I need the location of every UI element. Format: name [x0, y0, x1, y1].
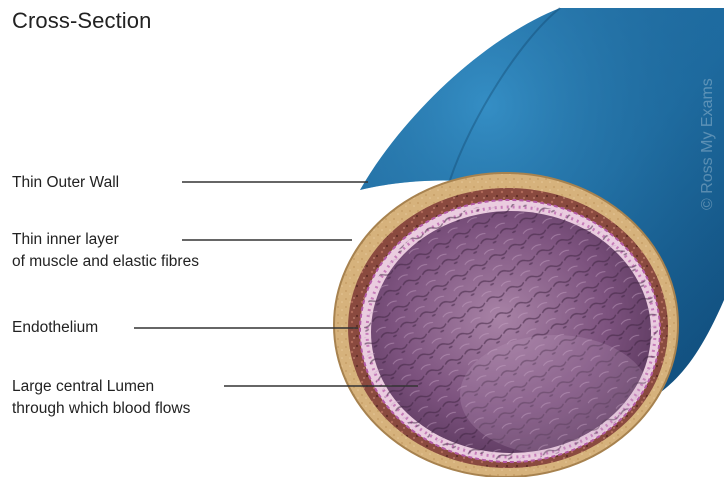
label-muscle-layer-line-1: Thin inner layer — [12, 229, 199, 251]
watermark: © Ross My Exams — [699, 78, 716, 210]
label-muscle-layer: Thin inner layer of muscle and elastic f… — [12, 229, 199, 273]
label-outer-wall-line-1: Thin Outer Wall — [12, 172, 119, 194]
label-lumen-line-1: Large central Lumen — [12, 376, 190, 398]
label-lumen: Large central Lumen through which blood … — [12, 376, 190, 420]
label-endothelium: Endothelium — [12, 317, 98, 339]
page-title: Cross-Section — [12, 8, 151, 34]
label-endothelium-line-1: Endothelium — [12, 317, 98, 339]
label-muscle-layer-line-2: of muscle and elastic fibres — [12, 251, 199, 273]
label-lumen-line-2: through which blood flows — [12, 398, 190, 420]
label-outer-wall: Thin Outer Wall — [12, 172, 119, 194]
